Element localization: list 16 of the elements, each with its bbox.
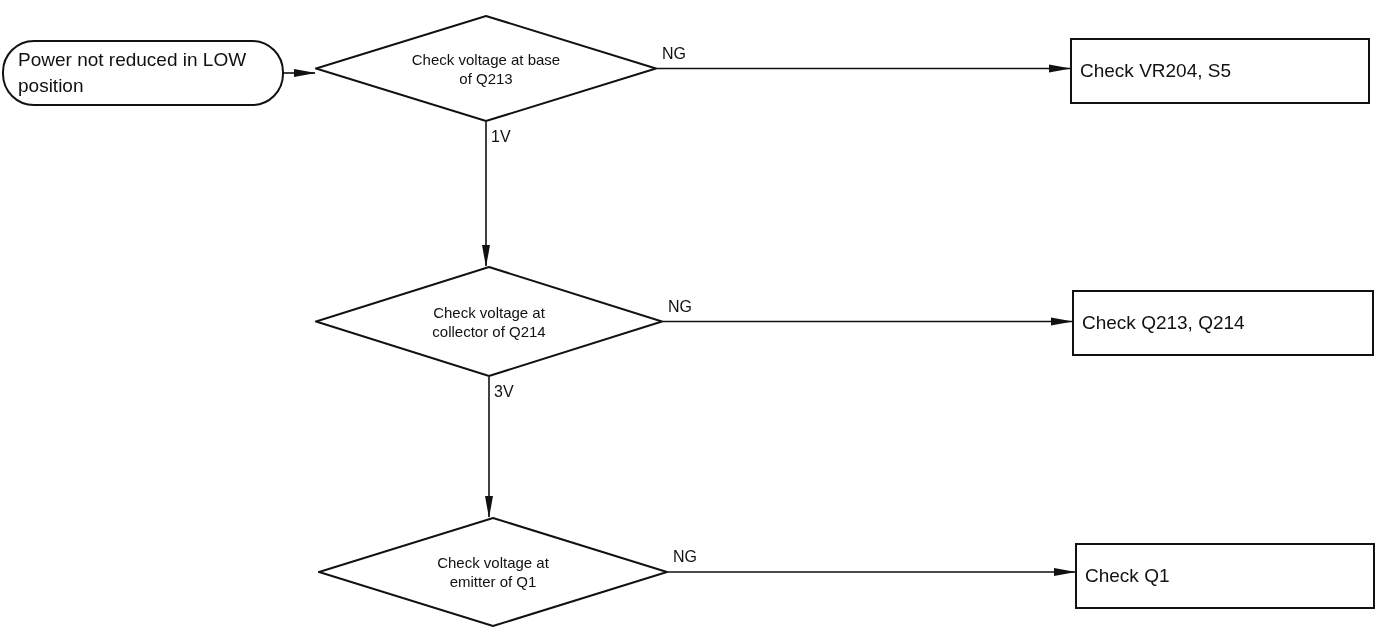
decision-diamond <box>318 517 668 627</box>
process-box: Check Q1 <box>1075 543 1375 609</box>
decision-text: Check voltage at emitter of Q1 <box>436 553 550 591</box>
decision-text: Check voltage at base of Q213 <box>411 49 561 88</box>
decision-text: Check voltage at collector of Q214 <box>431 302 547 341</box>
arrow <box>283 69 316 77</box>
arrow <box>482 121 490 267</box>
start-terminal: Power not reduced in LOW position <box>2 40 284 106</box>
decision-diamond <box>315 266 663 377</box>
arrow <box>656 64 1071 73</box>
process-box: Check Q213, Q214 <box>1072 290 1374 356</box>
decision-diamond <box>315 15 657 122</box>
process-box: Check VR204, S5 <box>1070 38 1370 104</box>
arrow <box>485 376 493 518</box>
arrow <box>662 317 1073 326</box>
arrow <box>667 568 1076 576</box>
